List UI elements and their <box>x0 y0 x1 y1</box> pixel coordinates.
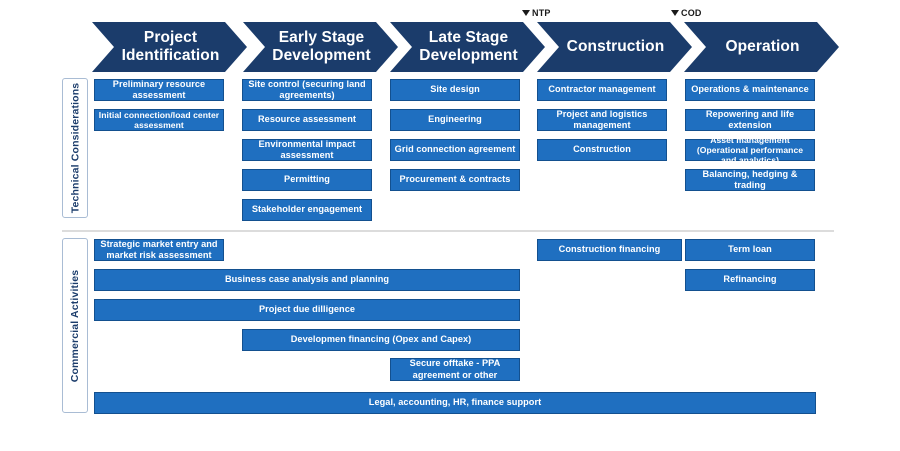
commercial-bar-term-loan[interactable]: Term loan <box>685 239 815 261</box>
phase-chevron-late-stage-development[interactable]: Late Stage Development <box>390 22 545 72</box>
commercial-bar-construction-financing[interactable]: Construction financing <box>537 239 682 261</box>
phase-chevron-project-identification[interactable]: Project Identification <box>92 22 247 72</box>
activity-box[interactable]: Stakeholder engagement <box>242 199 372 221</box>
phase-label-line1: Project <box>143 28 198 46</box>
activity-box[interactable]: Initial connection/load center assessmen… <box>94 109 224 131</box>
activity-box[interactable]: Contractor management <box>537 79 667 101</box>
triangle-down-icon <box>522 10 530 16</box>
phase-label-line2: Development <box>419 47 518 64</box>
activity-box[interactable]: Operations & maintenance <box>685 79 815 101</box>
phase-label-line1: Construction <box>566 37 665 55</box>
activity-box[interactable]: Procurement & contracts <box>390 169 520 191</box>
commercial-bar-business-case-analysis[interactable]: Business case analysis and planning <box>94 269 520 291</box>
activity-box[interactable]: Repowering and life extension <box>685 109 815 131</box>
commercial-bar-development-financing[interactable]: Developmen financing (Opex and Capex) <box>242 329 520 351</box>
activity-box[interactable]: Balancing, hedging & trading <box>685 169 815 191</box>
activity-box[interactable]: Resource assessment <box>242 109 372 131</box>
phase-label-line2: Development <box>272 47 371 64</box>
milestone-ntp-label: NTP <box>532 8 551 18</box>
section-label-technical-considerations: Technical Considerations <box>62 78 88 218</box>
phase-chevron-operation[interactable]: Operation <box>684 22 839 72</box>
activity-box[interactable]: Permitting <box>242 169 372 191</box>
commercial-bar-strategic-market-entry[interactable]: Strategic market entry and market risk a… <box>94 239 224 261</box>
activity-box[interactable]: Construction <box>537 139 667 161</box>
activity-box[interactable]: Grid connection agreement <box>390 139 520 161</box>
section-label-text: Technical Considerations <box>69 82 82 214</box>
section-label-text: Commercial Activities <box>69 269 82 382</box>
phase-label-line1: Operation <box>725 37 800 55</box>
commercial-bar-secure-offtake-ppa[interactable]: Secure offtake - PPA agreement or other <box>390 358 520 381</box>
commercial-bar-legal-accounting-support[interactable]: Legal, accounting, HR, finance support <box>94 392 816 414</box>
milestone-cod-label: COD <box>681 8 702 18</box>
commercial-bar-project-due-dilligence[interactable]: Project due dilligence <box>94 299 520 321</box>
commercial-bar-refinancing[interactable]: Refinancing <box>685 269 815 291</box>
phase-label-line1: Late Stage <box>428 28 509 46</box>
activity-box[interactable]: Site design <box>390 79 520 101</box>
phase-chevron-construction[interactable]: Construction <box>537 22 692 72</box>
phase-label-line2: Identification <box>121 47 220 64</box>
section-label-commercial-activities-inner: Commercial Activities <box>62 238 88 413</box>
triangle-down-icon <box>671 10 679 16</box>
activity-box[interactable]: Site control (securing land agreements) <box>242 79 372 101</box>
milestone-ntp: NTP <box>522 8 551 18</box>
section-divider <box>62 230 834 232</box>
phase-label-line1: Early Stage <box>278 28 365 46</box>
phase-chevron-early-stage-development[interactable]: Early Stage Development <box>243 22 398 72</box>
activity-box[interactable]: Project and logistics management <box>537 109 667 131</box>
activity-box[interactable]: Preliminary resource assessment <box>94 79 224 101</box>
section-label-commercial-activities <box>62 238 88 413</box>
activity-box[interactable]: Environmental impact assessment <box>242 139 372 161</box>
activity-box[interactable]: Asset management (Operational performanc… <box>685 135 815 165</box>
milestone-cod: COD <box>671 8 702 18</box>
activity-box[interactable]: Engineering <box>390 109 520 131</box>
